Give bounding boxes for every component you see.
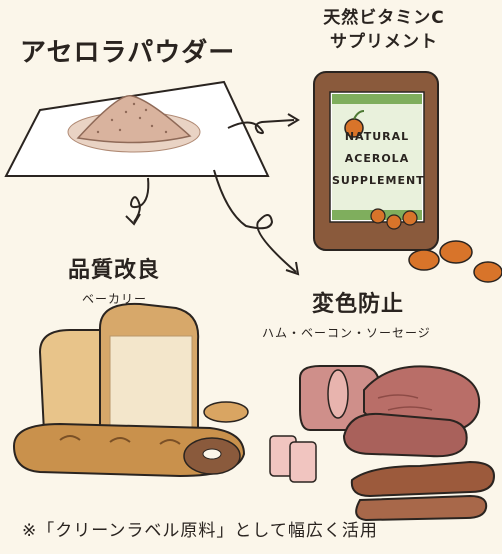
product-description-line2: サプリメント — [330, 32, 438, 52]
package-label-line2: ACEROLA — [344, 152, 410, 165]
product-description: 天然ビタミンC サプリメント — [304, 6, 464, 54]
product-title: アセロラパウダー — [20, 38, 236, 68]
bakery-subtitle: ベーカリー — [82, 292, 148, 306]
bakery-illustration — [12, 302, 249, 478]
product-description-line1: 天然ビタミンC — [323, 8, 445, 28]
meat-illustration — [269, 365, 496, 522]
powder-paper — [4, 80, 270, 177]
arrows — [125, 113, 300, 276]
acerola-tablets — [408, 240, 502, 283]
meat-subtitle: ハム・ベーコン・ソーセージ — [262, 326, 431, 340]
footer-note: ※「クリーンラベル原料」として幅広く活用 — [22, 521, 378, 541]
package-label-line3: SUPPLEMENT — [332, 174, 425, 187]
supplement-package — [313, 71, 439, 251]
meat-title: 変色防止 — [312, 292, 405, 317]
package-label: NATURAL ACEROLA SUPPLEMENT — [332, 126, 425, 192]
package-label-line1: NATURAL — [344, 130, 410, 143]
bakery-title: 品質改良 — [68, 258, 161, 283]
